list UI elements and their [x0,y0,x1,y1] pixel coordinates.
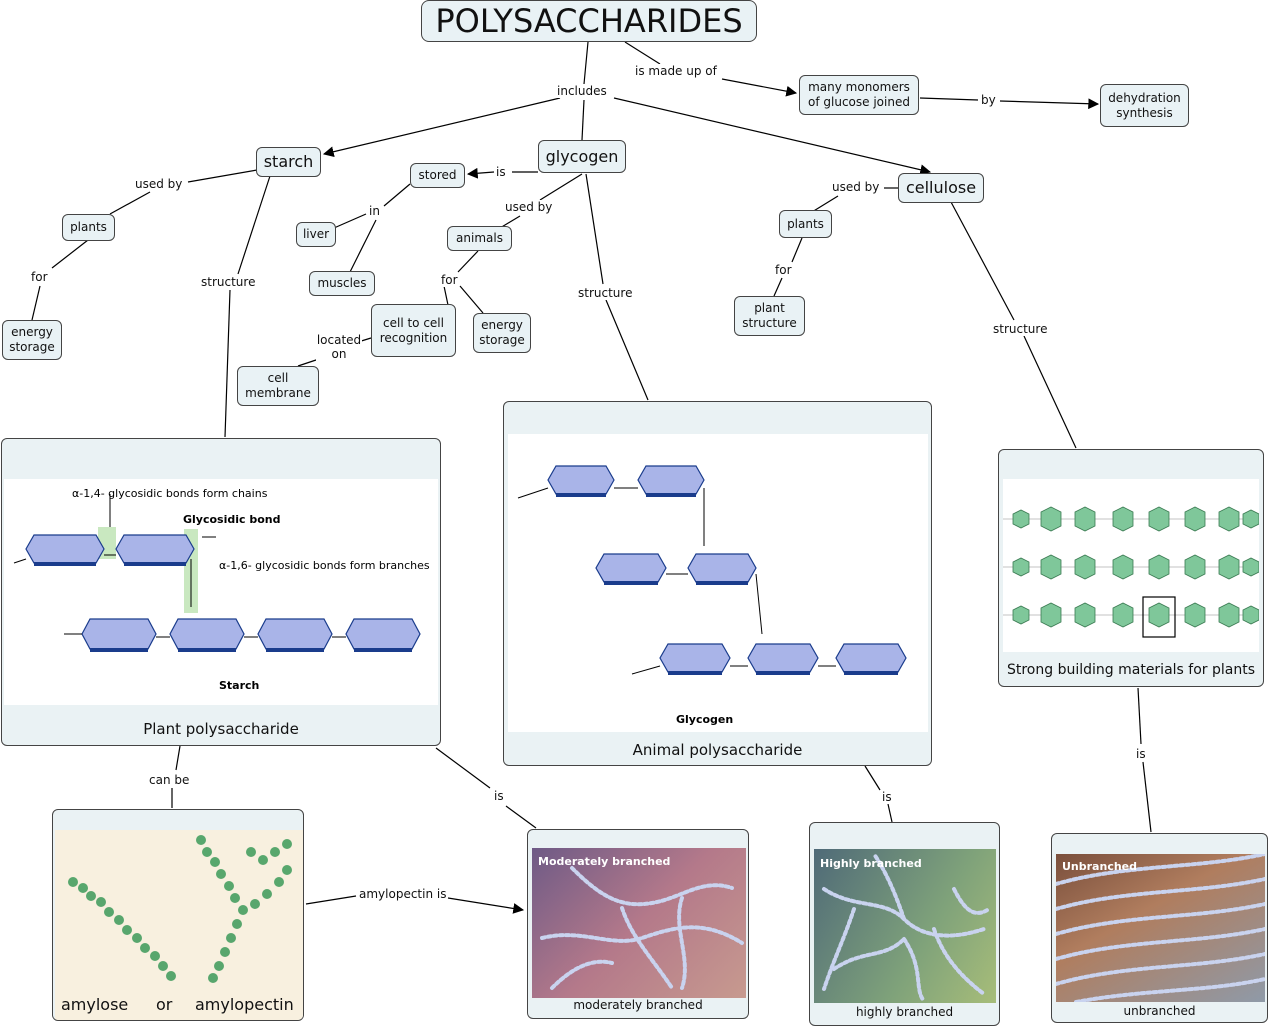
cellulose-molecule-diagram [1003,506,1259,638]
dehydration-text: dehydration synthesis [1108,90,1181,120]
link-is-made-up-of: is made up of [635,64,717,79]
highly-branched-panel[interactable]: Highly branched highly branched [809,822,1000,1026]
link-amylopectin-is: amylopectin is [359,887,447,902]
starch-label-name: Starch [219,679,259,692]
link-is-glycogen: is [496,165,506,180]
cell-membrane-node[interactable]: cell membrane [237,366,319,406]
energy-storage-plants-text: energy storage [9,325,55,354]
energy-storage-animals-text: energy storage [479,318,525,347]
cell-recognition-node[interactable]: cell to cell recognition [371,304,456,357]
animals-text: animals [456,231,503,245]
unbranched-strands: Unbranched [1056,854,1265,1002]
starch-label-branches: α-1,6- glycosidic bonds form branches [219,559,430,572]
link-used-by-glycogen: used by [505,200,553,215]
muscles-text: muscles [317,276,367,290]
animals-node[interactable]: animals [447,226,512,251]
animal-polysaccharide-panel[interactable]: Glycogen Animal polysaccharide [503,401,932,766]
dehydration-node[interactable]: dehydration synthesis [1100,84,1189,127]
cell-recognition-text: cell to cell recognition [379,315,448,345]
title-text: POLYSACCHARIDES [435,2,743,40]
starch-label-chains: α-1,4- glycosidic bonds form chains [72,487,268,500]
unbranched-panel[interactable]: Unbranched unbranched [1051,833,1268,1023]
unbranched-image: Unbranched [1056,854,1265,1002]
link-is-animal: is [882,790,892,805]
plants-starch-node[interactable]: plants [62,214,115,241]
starch-text: starch [263,152,314,171]
highly-branched-overlay: Highly branched [820,857,922,870]
monomers-text: many monomers of glucose joined [808,80,910,109]
link-for-cellulose: for [775,263,792,278]
animal-polysaccharide-caption: Animal polysaccharide [632,741,803,759]
link-by: by [981,93,996,108]
unbranched-overlay: Unbranched [1062,860,1137,873]
cellulose-caption: Strong building materials for plants [1006,662,1255,678]
moderately-branched-caption: moderately branched [573,998,703,1012]
link-in: in [369,204,380,219]
link-used-by-starch: used by [135,177,183,192]
cellulose-text: cellulose [905,178,977,197]
moderately-branched-overlay: Moderately branched [538,855,670,868]
title-node[interactable]: POLYSACCHARIDES [421,0,757,42]
stored-node[interactable]: stored [410,163,465,188]
liver-node[interactable]: liver [296,222,336,247]
link-is-cellulose: is [1136,747,1146,762]
glycogen-molecule-diagram: Glycogen [517,465,907,726]
plants-cellulose-node[interactable]: plants [779,210,832,238]
glycogen-label-name: Glycogen [676,713,733,726]
cell-membrane-text: cell membrane [245,371,311,400]
link-is-plant: is [494,789,504,804]
amylose-amylopectin-figure [55,830,303,1020]
plants-cellulose-text: plants [787,216,824,231]
moderately-branched-panel[interactable]: Moderately branched moderately branched [527,829,749,1019]
starch-node[interactable]: starch [256,147,321,177]
highly-branched-image: Highly branched [814,849,996,1003]
cellulose-node[interactable]: cellulose [898,173,984,203]
plant-polysaccharide-caption: Plant polysaccharide [143,720,299,738]
starch-label-glycosidic-bond: Glycosidic bond [183,513,281,526]
amylose-chain-diagram [68,835,292,983]
link-structure-cellulose: structure [993,322,1048,337]
link-includes: includes [557,84,607,99]
energy-storage-plants-node[interactable]: energy storage [2,320,62,360]
glycogen-text: glycogen [545,146,619,166]
cellulose-panel[interactable]: Strong building materials for plants [998,449,1264,687]
monomers-node[interactable]: many monomers of glucose joined [799,75,919,115]
amylose-amylopectin-panel[interactable]: amylose or amylopectin [52,809,304,1021]
link-for-animals: for [441,273,458,288]
link-can-be: can be [149,773,190,788]
link-used-by-cellulose: used by [832,180,880,195]
link-structure-starch: structure [201,275,256,290]
starch-structure-figure: α-1,4- glycosidic bonds form chains Glyc… [4,479,438,705]
link-for-starch: for [31,270,48,285]
unbranched-caption: unbranched [1123,1004,1196,1018]
amylose-word: amylose [61,995,129,1014]
cellulose-structure-figure [1003,479,1259,652]
muscles-node[interactable]: muscles [309,271,375,296]
energy-storage-animals-node[interactable]: energy storage [473,313,531,353]
link-located-on: located on [316,333,362,362]
plant-polysaccharide-panel[interactable]: α-1,4- glycosidic bonds form chains Glyc… [1,438,441,746]
moderately-branched-image: Moderately branched [532,848,746,998]
stored-text: stored [418,168,457,182]
glycogen-structure-figure: Glycogen [508,434,928,732]
or-word: or [156,995,173,1014]
plant-structure-text: plant structure [742,301,797,330]
link-structure-glycogen: structure [578,286,633,301]
liver-text: liver [302,227,330,241]
highly-branched-caption: highly branched [855,1005,954,1019]
amylopectin-word: amylopectin [195,995,294,1014]
highly-branched-strands: Highly branched [820,852,991,1003]
starch-molecule-diagram: α-1,4- glycosidic bonds form chains Glyc… [13,487,430,692]
glycogen-node[interactable]: glycogen [538,140,626,173]
moderately-branched-strands: Moderately branched [538,855,744,990]
plants-starch-text: plants [70,220,107,234]
plant-structure-node[interactable]: plant structure [734,296,805,336]
